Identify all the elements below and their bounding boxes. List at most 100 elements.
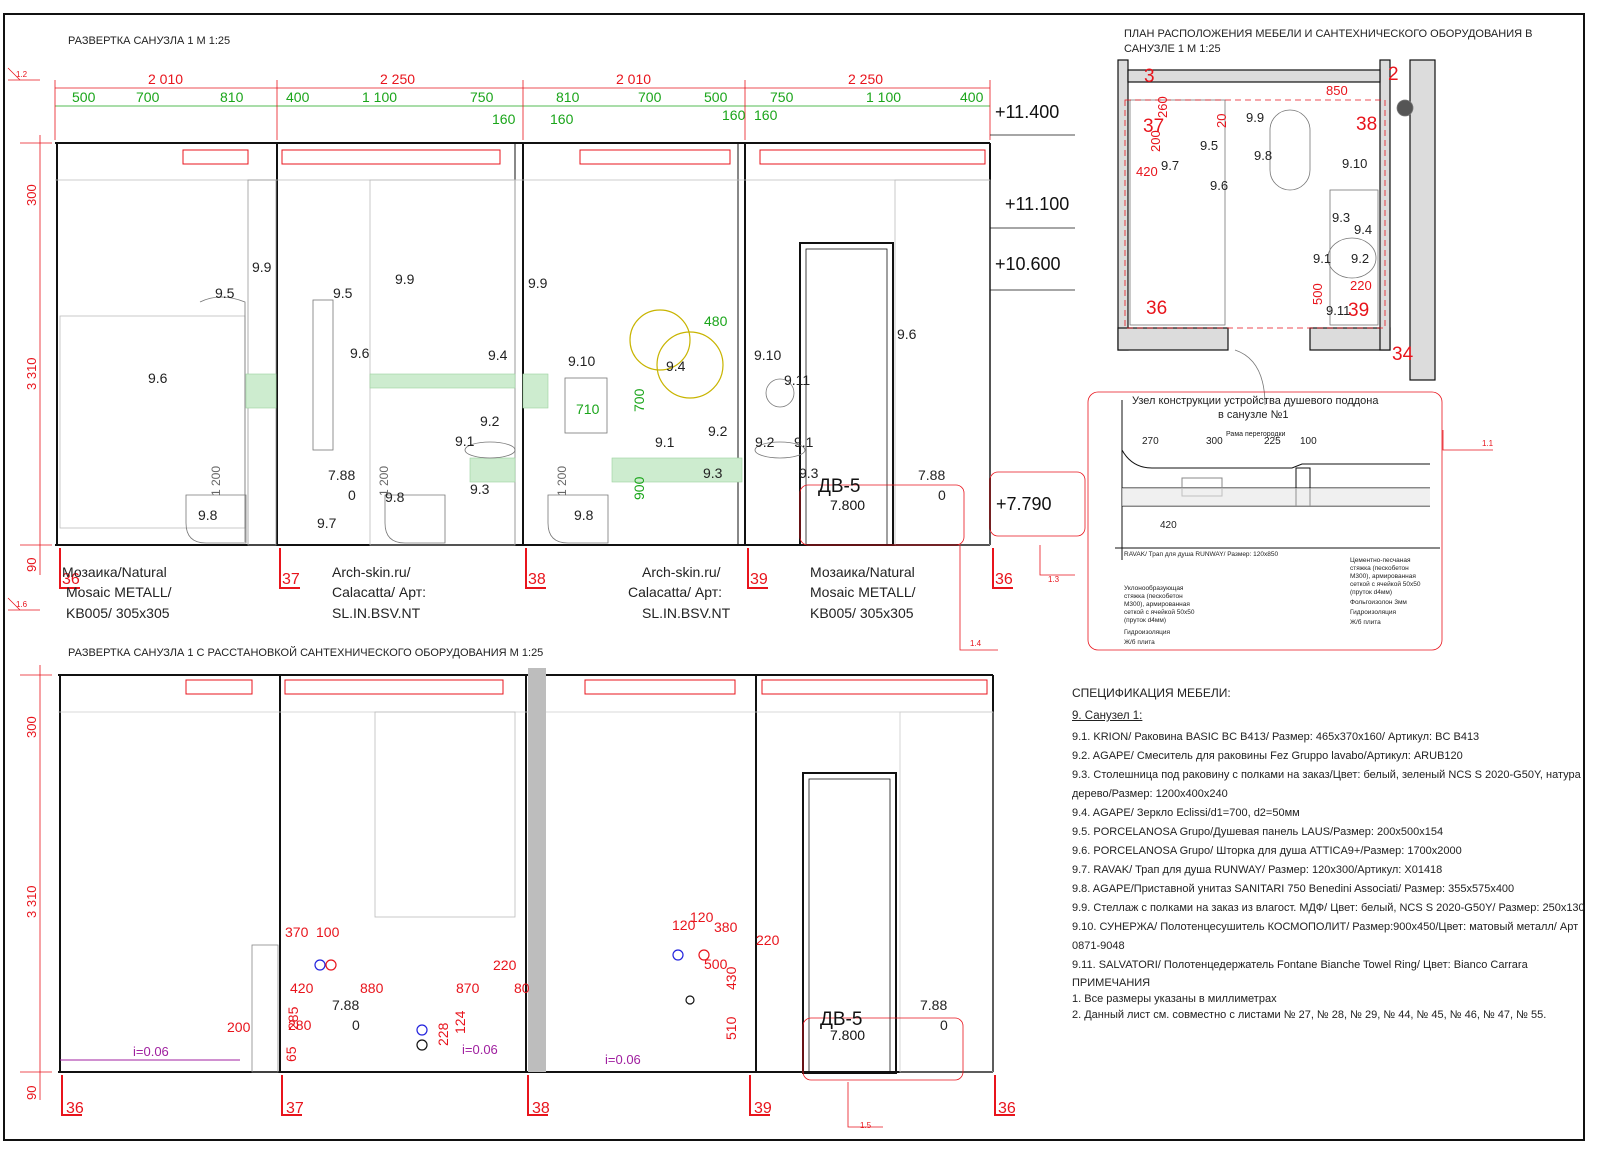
svg-text:9.8: 9.8 <box>385 489 405 505</box>
svg-text:850: 850 <box>1326 83 1348 98</box>
svg-text:300: 300 <box>24 716 39 738</box>
svg-text:сеткой с ячейкой 50х50: сеткой с ячейкой 50х50 <box>1350 580 1421 588</box>
svg-text:7.800: 7.800 <box>830 497 865 513</box>
svg-text:9.11: 9.11 <box>1326 303 1350 318</box>
detail-slab <box>1122 488 1430 506</box>
svg-text:1.2: 1.2 <box>16 70 28 79</box>
svg-text:400: 400 <box>286 89 310 105</box>
svg-text:500: 500 <box>704 89 728 105</box>
slopes: i=0.06 i=0.06 i=0.06 <box>60 1042 641 1067</box>
svg-text:в санузле №1: в санузле №1 <box>1218 409 1289 421</box>
level-marks: +11.400 +11.100 +10.600 +7.790 <box>989 102 1086 537</box>
svg-text:2 010: 2 010 <box>148 71 183 87</box>
svg-text:9.8: 9.8 <box>198 507 218 523</box>
svg-text:Цементно-песчаная: Цементно-песчаная <box>1350 557 1411 564</box>
svg-text:SL.IN.BSV.NT: SL.IN.BSV.NT <box>332 605 421 621</box>
mirror <box>629 309 724 399</box>
riser-column <box>528 668 546 1072</box>
door-elev1 <box>799 242 965 546</box>
svg-text:37: 37 <box>1143 116 1164 137</box>
svg-text:9.5: 9.5 <box>333 285 353 301</box>
svg-text:700: 700 <box>136 89 160 105</box>
top-totals: 2 010 2 250 2 010 2 250 <box>148 71 883 87</box>
svg-text:1 200: 1 200 <box>209 466 223 496</box>
svg-text:Уклонообразующая: Уклонообразующая <box>1124 584 1184 592</box>
svg-text:1 200: 1 200 <box>555 466 569 496</box>
svg-text:Гидроизоляция: Гидроизоляция <box>1124 629 1170 636</box>
svg-text:9.6: 9.6 <box>350 345 370 361</box>
svg-text:36: 36 <box>995 571 1013 588</box>
detail-frame <box>1087 391 1443 651</box>
mirror-dims: 480 710 700 900 <box>576 313 728 500</box>
svg-text:ПЛАН РАСПОЛОЖЕНИЯ МЕБЕЛИ И САН: ПЛАН РАСПОЛОЖЕНИЯ МЕБЕЛИ И САНТЕХНИЧЕСКО… <box>1124 28 1532 40</box>
svg-text:Calacatta/ Арт:: Calacatta/ Арт: <box>628 584 722 600</box>
svg-text:9.6: 9.6 <box>148 370 168 386</box>
svg-text:9.3: 9.3 <box>470 481 490 497</box>
svg-text:750: 750 <box>470 89 494 105</box>
door-elev2 <box>802 772 964 1081</box>
callout-labels: 1.6 1.1 1.3 1.4 1.5 <box>16 439 1494 1130</box>
svg-text:9.6: 9.6 <box>1210 178 1228 193</box>
spec-item: 9.8. AGAPE/Приставной унитаз SANITARI 75… <box>1072 883 1515 895</box>
lighting-strips-2 <box>185 679 988 695</box>
svg-text:SL.IN.BSV.NT: SL.IN.BSV.NT <box>642 605 731 621</box>
plan-dims: 850 420 260 200 220 500 20 <box>1136 83 1372 305</box>
svg-text:RAVAK/ Трап для душа RUNWAY/ Р: RAVAK/ Трап для душа RUNWAY/ Размер: 120… <box>1124 551 1278 558</box>
svg-text:САНУЗЛЕ 1 М 1:25: САНУЗЛЕ 1 М 1:25 <box>1124 43 1221 55</box>
door-label-2: ДВ-5 7.800 <box>820 1009 865 1043</box>
svg-text:2: 2 <box>1388 64 1399 85</box>
svg-text:стяжка (пескобетон: стяжка (пескобетон <box>1124 592 1183 600</box>
detail-title: Узел конструкции устройства душевого под… <box>1132 395 1379 421</box>
spec-item: 0871-9048 <box>1072 940 1125 952</box>
material-notes: Мозаика/Natural Mosaic METALL/ KB005/ 30… <box>62 564 916 621</box>
svg-text:225: 225 <box>1264 436 1281 447</box>
detail-drain-note: RAVAK/ Трап для душа RUNWAY/ Размер: 120… <box>1124 551 1278 558</box>
furniture-specification: СПЕЦИФИКАЦИЯ МЕБЕЛИ: 9. Санузел 1: 9.1. … <box>1072 686 1592 1023</box>
svg-text:Ж/б плита: Ж/б плита <box>1124 638 1155 646</box>
svg-text:1.4: 1.4 <box>970 639 982 648</box>
plan-interior <box>1124 99 1414 406</box>
svg-text:1.1: 1.1 <box>1482 439 1494 448</box>
svg-text:9.6: 9.6 <box>897 326 917 342</box>
svg-text:120: 120 <box>672 917 696 933</box>
svg-text:500: 500 <box>72 89 96 105</box>
spec-item: 9.10. СУНЕРЖА/ Полотенцесушитель КОСМОПО… <box>1072 921 1579 933</box>
svg-text:200: 200 <box>1148 130 1163 152</box>
svg-text:(пруток d4мм): (пруток d4мм) <box>1124 617 1166 624</box>
svg-text:810: 810 <box>220 89 244 105</box>
detail-layers-left: Уклонообразующая стяжка (пескобетон М300… <box>1124 584 1195 646</box>
plan-axes: 3 2 37 38 36 39 34 <box>1143 64 1414 365</box>
svg-text:400: 400 <box>960 89 984 105</box>
spec-item: 9.3. Столешница под раковину с полками н… <box>1072 769 1581 781</box>
svg-text:9.10: 9.10 <box>568 353 595 369</box>
svg-text:9.9: 9.9 <box>252 259 272 275</box>
svg-text:90: 90 <box>24 1086 39 1100</box>
svg-text:38: 38 <box>532 1100 550 1117</box>
svg-text:0: 0 <box>938 487 946 503</box>
svg-text:37: 37 <box>282 571 300 588</box>
svg-text:7.88: 7.88 <box>918 467 945 483</box>
svg-text:220: 220 <box>493 957 517 973</box>
svg-text:9.9: 9.9 <box>395 271 415 287</box>
svg-text:750: 750 <box>770 89 794 105</box>
svg-text:124: 124 <box>452 1010 468 1034</box>
svg-text:9.3: 9.3 <box>703 465 723 481</box>
svg-text:810: 810 <box>556 89 580 105</box>
svg-text:9.5: 9.5 <box>215 285 235 301</box>
svg-text:1.5: 1.5 <box>860 1121 872 1130</box>
svg-text:36: 36 <box>1146 298 1167 319</box>
detail-dims: 270 300 225 100 420 Рама перегородки <box>1142 431 1317 531</box>
svg-text:+11.100: +11.100 <box>1005 194 1069 214</box>
svg-text:37: 37 <box>286 1100 304 1117</box>
svg-text:300: 300 <box>1206 436 1223 447</box>
svg-text:9.11: 9.11 <box>784 372 810 388</box>
svg-text:270: 270 <box>1142 436 1159 447</box>
spec-item: 9.1. KRION/ Раковина BASIC BC B413/ Разм… <box>1072 731 1480 743</box>
svg-text:+11.400: +11.400 <box>995 102 1059 122</box>
svg-text:KB005/ 305x305: KB005/ 305x305 <box>66 605 170 621</box>
spec-item: 9.5. PORCELANOSA Grupo/Душевая панель LA… <box>1072 826 1444 838</box>
svg-text:М300), армированная: М300), армированная <box>1124 601 1190 608</box>
svg-text:0: 0 <box>352 1017 360 1033</box>
svg-text:Arch-skin.ru/: Arch-skin.ru/ <box>642 564 721 580</box>
